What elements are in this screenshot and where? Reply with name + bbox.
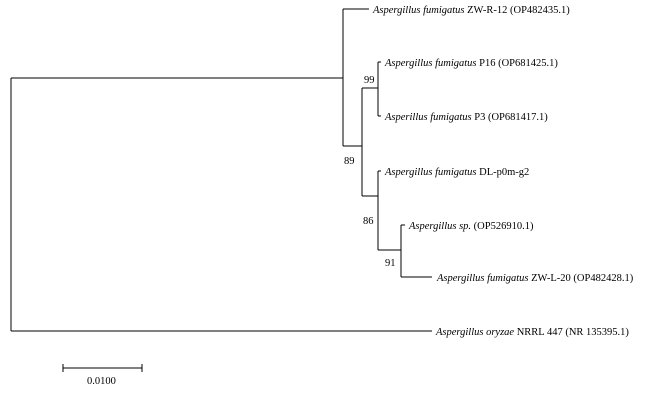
taxon-label-sp: Aspergillus sp. (OP526910.1)	[408, 221, 534, 232]
taxon-label-oryzae: Aspergillus oryzae NRRL 447 (NR 135395.1…	[435, 327, 629, 338]
taxon-label-p3: Asperillus fumigatus P3 (OP681417.1)	[384, 112, 548, 123]
scale-bar-label: 0.0100	[87, 376, 116, 387]
taxon-label-zw-r-12: Aspergillus fumigatus ZW-R-12 (OP482435.…	[372, 5, 570, 16]
bootstrap-label-sp-zw-l-20: 91	[385, 258, 396, 269]
taxon-label-p16: Aspergillus fumigatus P16 (OP681425.1)	[384, 58, 558, 69]
taxon-label-dl-p0m-g2: Aspergillus fumigatus DL-p0m-g2	[384, 167, 529, 178]
taxon-label-zw-l-20: Aspergillus fumigatus ZW-L-20 (OP482428.…	[436, 273, 634, 284]
bootstrap-label-inner-clade: 89	[344, 156, 355, 167]
bootstrap-label-dl-clade: 86	[363, 216, 374, 227]
bootstrap-label-p16-p3: 99	[364, 75, 375, 86]
